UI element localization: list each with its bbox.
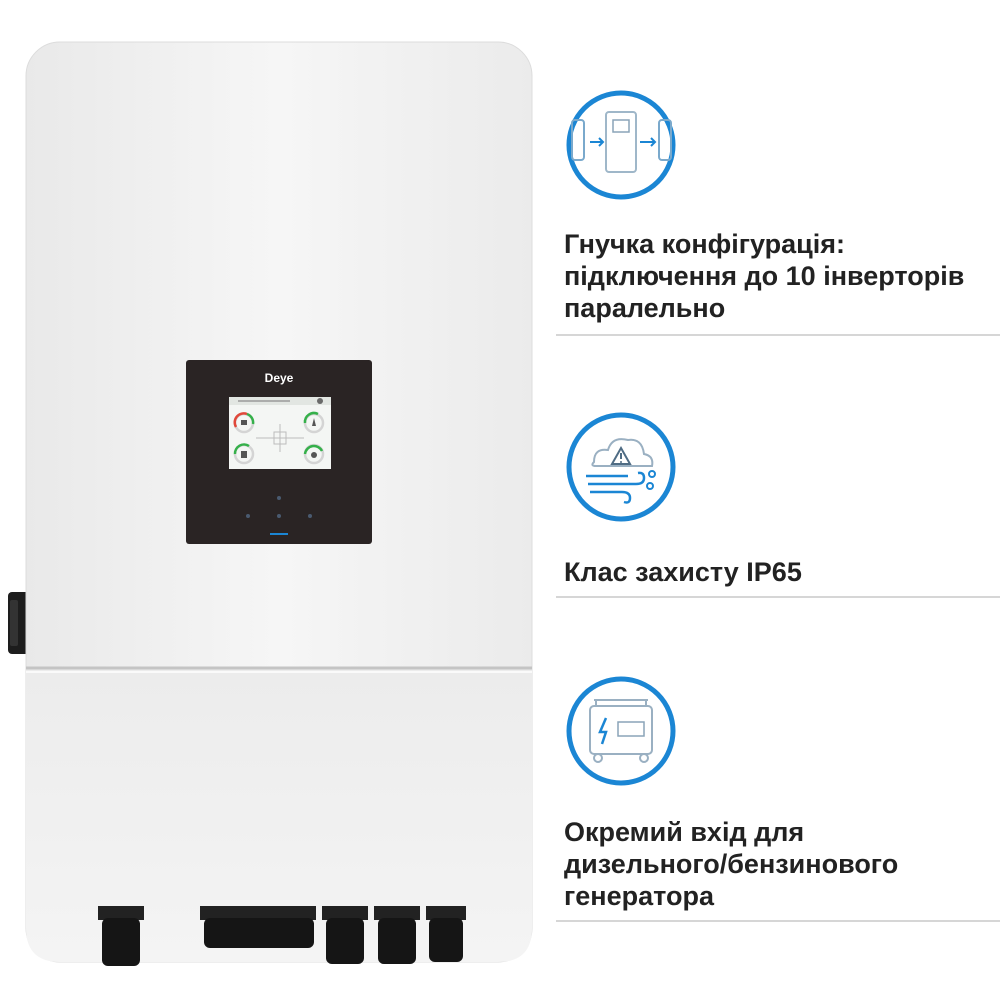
cable-gland [200,906,316,948]
cable-gland [98,906,144,966]
energy-flow-icon [256,424,304,452]
generator-icon [566,676,676,786]
feature-2-line-1: Клас захисту IP65 [564,557,802,587]
display-panel: Deye [186,360,372,544]
inverter-lower-cover [26,668,532,962]
feature-divider [556,334,1000,336]
feature-1-line-1: Гнучка конфігурація: [564,229,846,259]
feature-1-line-2: підключення до 10 інверторів [564,261,965,291]
weather-protection-icon [566,412,676,522]
feature-3-line-3: генератора [564,881,714,911]
cable-gland [426,906,466,962]
feature-divider [556,596,1000,598]
feature-ip65: Клас захисту IP65 [540,340,1000,602]
brand-logo: Deye [265,371,294,385]
feature-3-line-1: Окремий вхід для [564,817,805,847]
cable-glands [98,906,466,966]
features-list: Гнучка конфігурація: підключення до 10 і… [540,0,1000,1000]
feature-parallel: Гнучка конфігурація: підключення до 10 і… [540,0,1000,340]
dc-switch [8,592,30,654]
feature-generator: Окремий вхід для дизельного/бензинового … [540,602,1000,932]
control-buttons [246,496,312,535]
gauge-pv-icon [233,412,255,434]
inverter-illustration: Deye [8,41,533,966]
gauge-load-icon [303,443,325,465]
feature-3-line-2: дизельного/бензинового [564,849,899,879]
parallel-connection-icon [566,90,676,200]
cable-gland [374,906,420,964]
feature-1-line-3: паралельно [564,293,726,323]
feature-divider [556,920,1000,922]
gauge-grid-icon [303,411,325,434]
cable-gland [322,906,368,964]
gauge-battery-icon [233,443,255,465]
lcd-screen [229,397,331,469]
